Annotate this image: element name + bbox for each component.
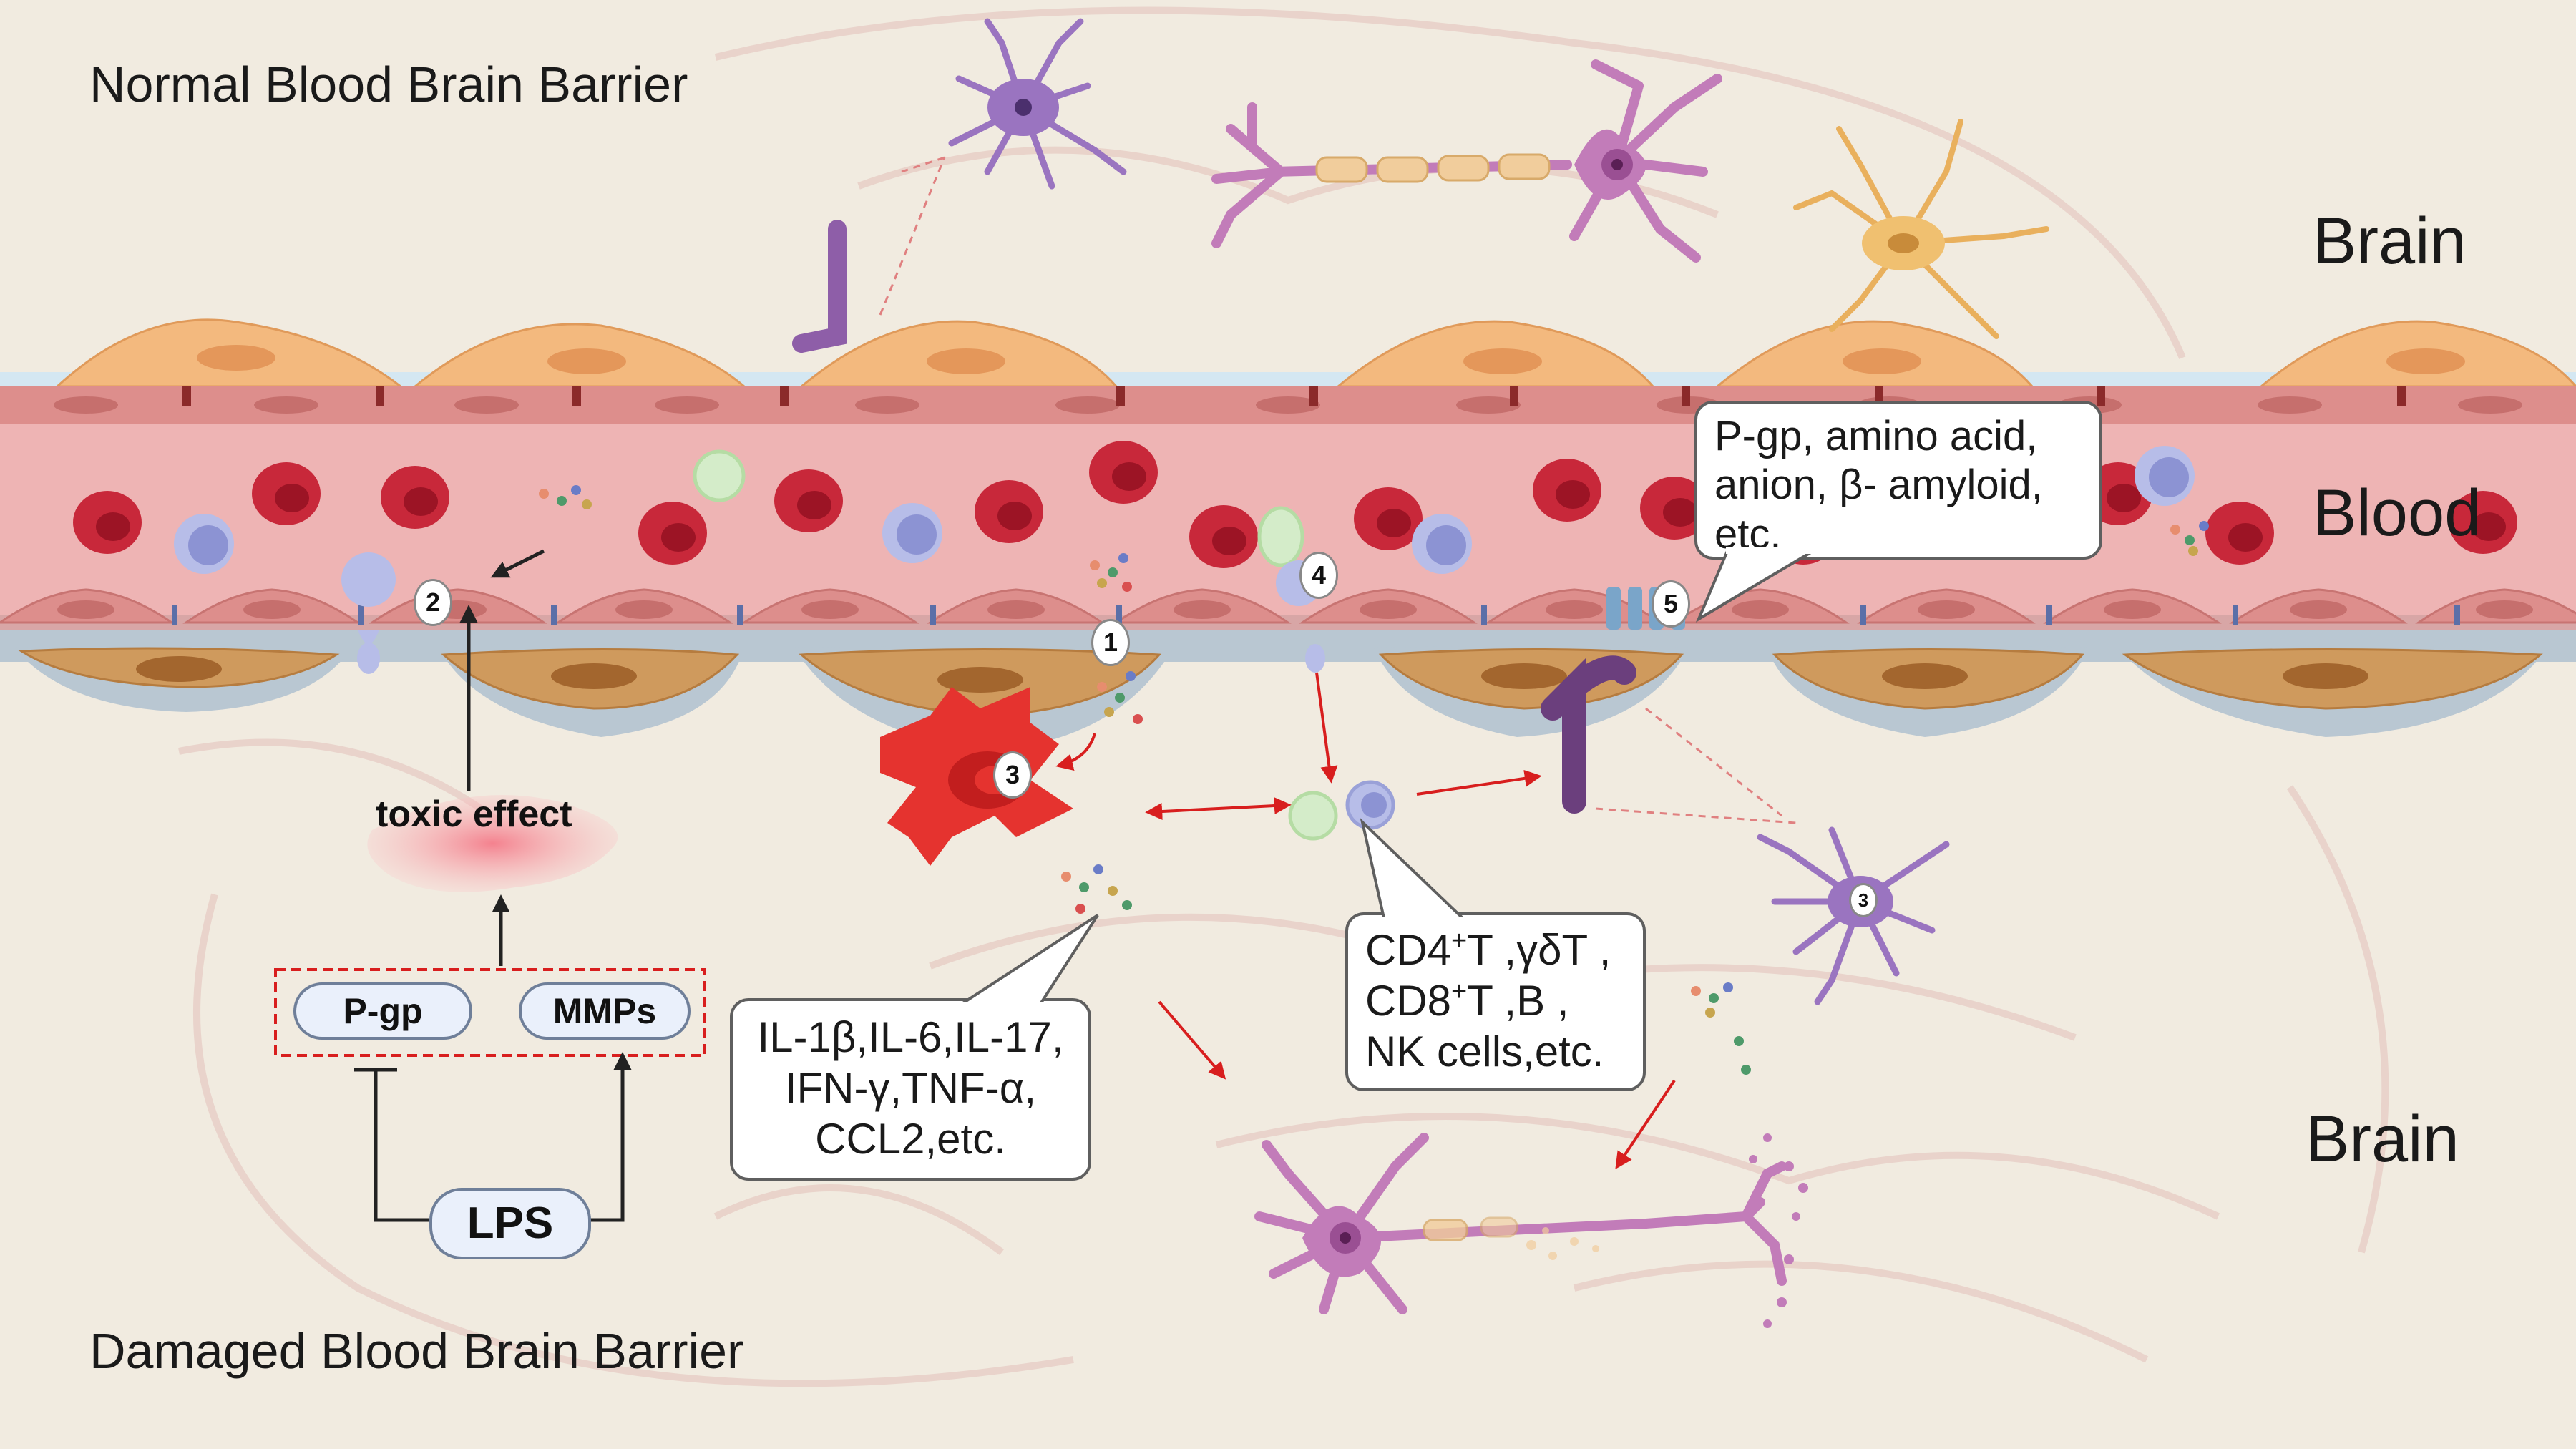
callout-cytokines-tail — [960, 914, 1099, 1011]
callout-transport-tail — [1695, 547, 1815, 623]
title-normal-bbb: Normal Blood Brain Barrier — [89, 57, 688, 112]
callout-immune-line-3: NK cells,etc. — [1365, 1027, 1604, 1075]
cd4-sup: + — [1451, 926, 1468, 956]
callout-cytokines-line-1: IL-1β,IL-6,IL-17, — [757, 1013, 1064, 1061]
cd8-text: CD8 — [1365, 976, 1452, 1025]
callout-transport-line-2: anion, β- amyloid, — [1714, 462, 2043, 509]
astrocyte-top-body — [1862, 216, 1945, 270]
astrocyte-endfeet-layer — [0, 630, 2576, 751]
lps-pill: LPS — [429, 1188, 591, 1259]
marker-3: 3 — [993, 751, 1032, 799]
region-label-brain-top: Brain — [2313, 205, 2467, 278]
callout-immune-line-2: CD8+T ,B , — [1365, 976, 1626, 1027]
pgp-pill: P-gp — [293, 982, 472, 1040]
damaged-neuron-body — [1302, 1133, 1808, 1328]
callout-cytokines-line-3: CCL2,etc. — [815, 1114, 1006, 1163]
oligodendrocyte-bottom — [1757, 826, 1950, 1005]
microglia-process-bottom — [1541, 655, 1636, 814]
neuron-top-body — [1315, 129, 1646, 200]
region-label-brain-bottom: Brain — [2306, 1103, 2459, 1176]
blood-cells — [73, 441, 2517, 574]
pericyte-layer-top — [0, 318, 2576, 388]
microglia-process-top — [792, 220, 847, 353]
marker-4: 4 — [1299, 552, 1338, 599]
callout-immune-tail — [1360, 817, 1464, 925]
dashed-link-bottom — [1595, 707, 1797, 824]
toxic-effect-label: toxic effect — [376, 794, 572, 835]
infiltrating-lymphocytes — [1288, 780, 1395, 841]
cd8-rest: T ,B , — [1467, 976, 1569, 1025]
callout-immune-cells: CD4+T ,γδT , CD8+T ,B , NK cells,etc. — [1345, 817, 1646, 1091]
cytokine-dots — [539, 485, 2209, 1075]
callout-cytokines: IL-1β,IL-6,IL-17, IFN-γ,TNF-α, CCL2,etc. — [730, 914, 1099, 1181]
callout-transport-line-1: P-gp, amino acid, — [1714, 413, 2038, 459]
marker-2: 2 — [414, 579, 452, 626]
endothelium-bottom — [0, 588, 2576, 630]
marker-1: 1 — [1091, 619, 1130, 666]
cd4-text: CD4 — [1365, 926, 1452, 974]
astrocyte-top — [1793, 119, 2049, 339]
marker-5: 5 — [1652, 580, 1690, 628]
callout-cytokines-line-2: IFN-γ,TNF-α, — [784, 1063, 1037, 1112]
callout-transport-substrates: P-gp, amino acid, anion, β- amyloid, etc… — [1694, 401, 2102, 623]
mmps-pill: MMPs — [519, 982, 691, 1040]
callout-immune-line-1: CD4+T ,γδT , — [1365, 925, 1626, 976]
cd4-rest: T ,γδT , — [1467, 926, 1611, 974]
effectors-box — [274, 968, 706, 1057]
toxic-effect-cloud — [367, 795, 618, 892]
marker-3-oligodendrocyte: 3 — [1849, 883, 1878, 917]
cd8-sup: + — [1451, 976, 1468, 1007]
dashed-link-top — [879, 156, 946, 316]
red-arrows — [1055, 672, 1676, 1169]
region-label-blood: Blood — [2313, 477, 2482, 550]
oligodendrocyte-top-body — [987, 79, 1059, 136]
pathway-arrows — [354, 549, 632, 1222]
title-damaged-bbb: Damaged Blood Brain Barrier — [89, 1323, 744, 1379]
